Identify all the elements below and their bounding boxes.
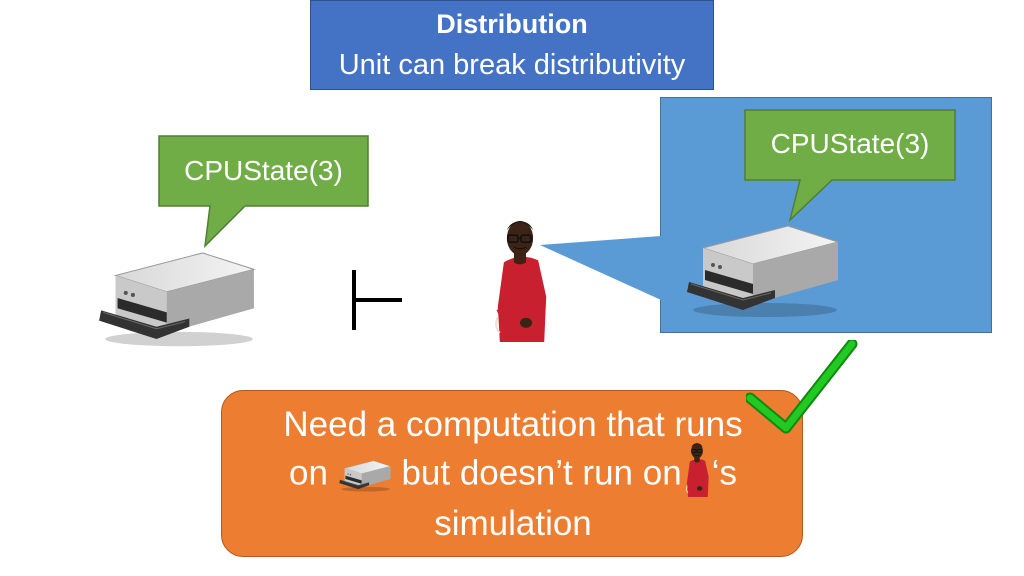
right-callout-label: CPUState(3) (770, 128, 930, 159)
printer-image-simulated (686, 225, 839, 318)
conclusion-line-2-middle: but doesn’t run on (401, 453, 682, 493)
turnstile-icon (352, 270, 402, 330)
woman-image (488, 216, 552, 342)
conclusion-line-2-suffix: ‘s (711, 453, 737, 493)
title-heading: Distribution (436, 9, 588, 39)
printer-inline-icon (338, 460, 391, 492)
woman-inline-icon (684, 441, 711, 497)
printer-image-left (98, 252, 255, 347)
title-box: Distribution Unit can break distributivi… (310, 0, 714, 90)
conclusion-box: Need a computation that runs on but does… (221, 390, 803, 557)
conclusion-line-2-prefix: on (289, 453, 328, 493)
title-subtitle: Unit can break distributivity (338, 49, 686, 81)
conclusion-line-2: on but doesn’t run on ‘s (222, 441, 804, 497)
checkmark-icon (746, 340, 858, 434)
conclusion-line-1: Need a computation that runs (283, 405, 743, 444)
left-callout-label: CPUState(3) (184, 155, 343, 186)
conclusion-line-3: simulation (434, 504, 592, 543)
